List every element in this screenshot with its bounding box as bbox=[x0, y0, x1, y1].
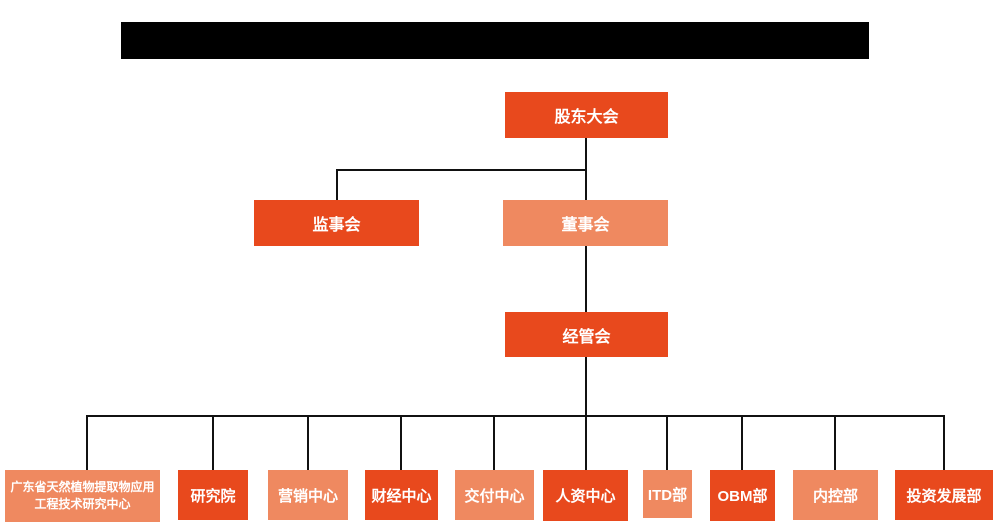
connector-dept-stub bbox=[666, 415, 668, 470]
connector-dept-stub bbox=[834, 415, 836, 470]
node-label: 营销中心 bbox=[277, 487, 338, 505]
node-management-committee: 经管会 bbox=[505, 312, 668, 357]
node-label: 人资中心 bbox=[555, 488, 616, 505]
connector-level2-horizontal bbox=[336, 169, 587, 171]
node-dept-itd: ITD部 bbox=[643, 470, 692, 518]
node-dept-marketing-center: 营销中心 bbox=[268, 470, 348, 520]
node-dept-delivery-center: 交付中心 bbox=[455, 470, 534, 520]
node-label: OBM部 bbox=[717, 488, 768, 505]
connector-supervisory-stub bbox=[336, 169, 338, 200]
connector-dept-stub bbox=[493, 415, 495, 470]
node-label: 内控部 bbox=[812, 487, 858, 505]
node-label: 经管会 bbox=[562, 328, 611, 346]
connector-departments-horizontal bbox=[86, 415, 945, 417]
node-label: 广东省天然植物提取物应用工程技术研究中心 bbox=[10, 479, 155, 511]
connector-dept-stub bbox=[86, 415, 88, 470]
node-shareholders-meeting: 股东大会 bbox=[505, 92, 668, 138]
redacted-title-bar bbox=[121, 22, 869, 59]
node-label: 股东大会 bbox=[554, 109, 619, 126]
node-dept-internal-control: 内控部 bbox=[793, 470, 878, 520]
node-label: 监事会 bbox=[312, 217, 361, 234]
connector-management-down bbox=[585, 357, 587, 416]
connector-dept-stub bbox=[943, 415, 945, 470]
connector-dept-stub bbox=[212, 415, 214, 470]
node-dept-research-center: 广东省天然植物提取物应用工程技术研究中心 bbox=[5, 470, 160, 522]
node-label: 投资发展部 bbox=[906, 487, 982, 505]
connector-board-to-management bbox=[585, 246, 587, 312]
node-dept-obm: OBM部 bbox=[710, 470, 775, 521]
connector-dept-stub bbox=[400, 415, 402, 470]
node-dept-investment-development: 投资发展部 bbox=[895, 470, 993, 520]
connector-dept-stub bbox=[307, 415, 309, 470]
node-label: ITD部 bbox=[647, 486, 688, 504]
node-dept-finance-center: 财经中心 bbox=[365, 470, 438, 520]
node-dept-research-institute: 研究院 bbox=[178, 470, 248, 520]
node-label: 董事会 bbox=[561, 217, 610, 234]
connector-dept-stub bbox=[585, 415, 587, 470]
connector-dept-stub bbox=[741, 415, 743, 470]
node-label: 财经中心 bbox=[371, 487, 432, 505]
node-board-of-directors: 董事会 bbox=[503, 200, 668, 246]
node-supervisory-board: 监事会 bbox=[254, 200, 419, 246]
node-label: 交付中心 bbox=[464, 487, 525, 505]
node-dept-hr-center: 人资中心 bbox=[543, 470, 628, 521]
node-label: 研究院 bbox=[190, 487, 236, 505]
